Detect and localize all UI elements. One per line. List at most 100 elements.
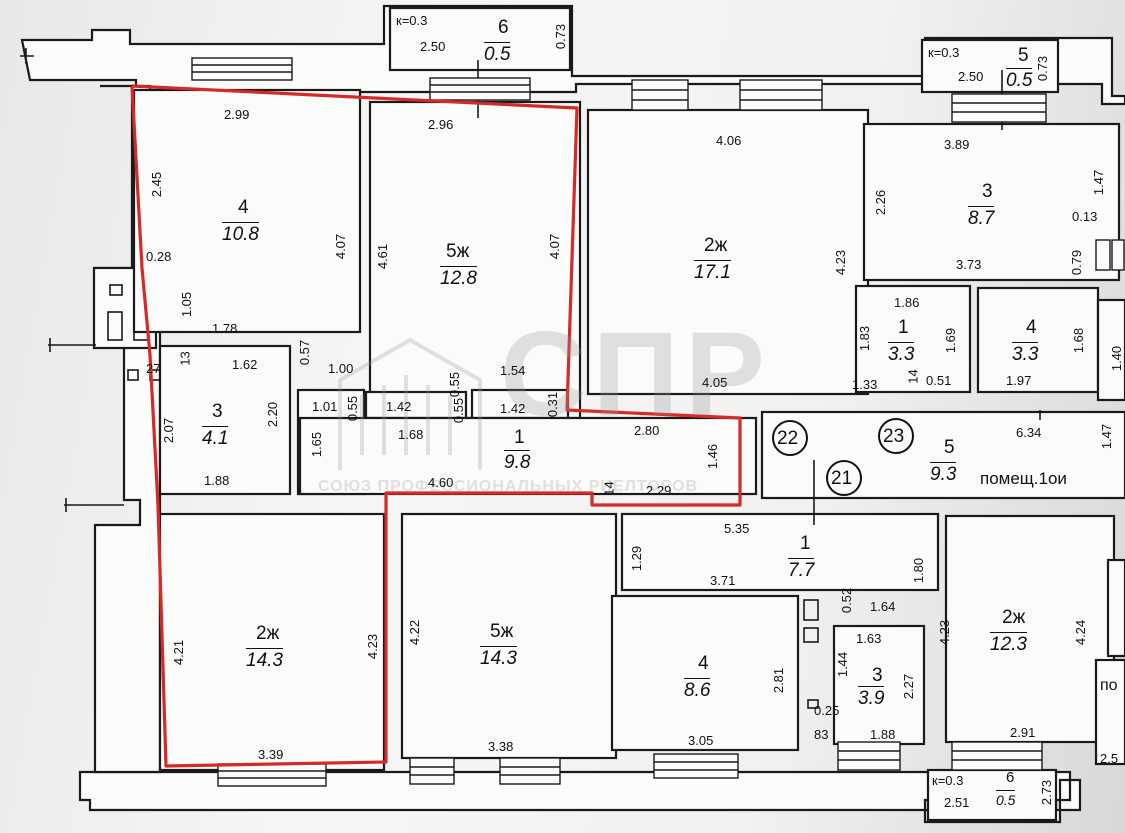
dim: 2.27: [901, 673, 917, 700]
room-3-area: 8.7: [968, 206, 995, 229]
dim: 1.78: [212, 321, 238, 336]
dim: 0.55: [451, 397, 467, 424]
watermark-logo: СПР: [500, 307, 771, 441]
dim: 0.28: [146, 249, 172, 264]
room-1b-number: 1: [514, 427, 525, 448]
dim: 0.73: [553, 23, 569, 50]
dim: 27: [146, 361, 161, 376]
dim: 1.42: [500, 401, 526, 416]
balcony-6b-number: 6: [1006, 769, 1015, 786]
room-1-area: 3.3: [888, 342, 915, 365]
room-3c-number: 3: [872, 665, 883, 686]
room-2c-area: 12.3: [990, 632, 1027, 655]
marker-21: [826, 460, 862, 496]
room-4c-number: 4: [698, 653, 709, 674]
room-2-area: 17.1: [694, 260, 731, 283]
dim: 4.23: [365, 633, 381, 660]
dim: 1.54: [500, 363, 526, 378]
dim: 2.81: [771, 667, 787, 694]
room-4b-area: 3.3: [1012, 342, 1039, 365]
dim: 2.20: [265, 401, 281, 428]
dim: к=0.3: [396, 13, 428, 28]
balcony-6b-area: 0.5: [996, 790, 1016, 808]
room-2c-number: 2ж: [1002, 607, 1026, 628]
dim: 1.63: [856, 631, 882, 646]
dim: 4.24: [1073, 619, 1089, 646]
dim: 2.99: [224, 107, 250, 122]
room-5c-area: 14.3: [480, 646, 517, 669]
balcony-6-bottom: [926, 768, 1058, 822]
dim: 1.47: [1099, 423, 1115, 450]
dim: 1.29: [629, 545, 645, 572]
room-4-number: 4: [238, 197, 249, 218]
dim: 0.55: [447, 371, 463, 398]
marker-23-label: 23: [883, 426, 905, 447]
balcony-6-top: [388, 6, 572, 72]
dim: 4.60: [428, 475, 454, 490]
room-3-number: 3: [982, 181, 993, 202]
dim: 4.23: [833, 249, 849, 276]
dim: 1.62: [232, 357, 258, 372]
dim: 0.73: [1035, 55, 1051, 82]
dim: 4.23: [937, 619, 953, 646]
dim: 4.07: [547, 233, 563, 260]
dim: 1.42: [386, 399, 412, 414]
room-2b-number: 2ж: [256, 623, 280, 644]
room-3b-number: 3: [212, 401, 223, 422]
dim: 3.05: [688, 733, 714, 748]
room-4c-area: 8.6: [684, 678, 711, 701]
dim: 3.89: [944, 137, 970, 152]
dim: 1.88: [204, 473, 230, 488]
windows: [191, 57, 1125, 787]
dim: 2.80: [634, 423, 660, 438]
dim: 0.13: [1072, 209, 1098, 224]
marker-22: [772, 420, 808, 456]
dim: 2.29: [646, 483, 672, 498]
dim: 4.61: [375, 243, 391, 270]
room-2b-area: 14.3: [246, 648, 283, 671]
dim: 4.07: [333, 233, 349, 260]
dim: 1.65: [309, 431, 325, 458]
dim: 1.40: [1109, 345, 1125, 372]
dim: 1.00: [328, 361, 354, 376]
dim: 13: [177, 351, 193, 366]
dim: 3.73: [956, 257, 982, 272]
dim: 4.22: [407, 619, 423, 646]
room-5-area: 12.8: [440, 266, 477, 289]
room-2-number: 2ж: [704, 235, 728, 256]
dim: 3.71: [710, 573, 736, 588]
room-1c-area: 7.7: [788, 558, 815, 581]
room-4b-number: 4: [1026, 317, 1037, 338]
dim: 1.86: [894, 295, 920, 310]
room-1c-number: 1: [800, 533, 811, 554]
dim: 2.50: [958, 69, 984, 84]
dim: 1.88: [870, 727, 896, 742]
dim: 3.39: [258, 747, 284, 762]
dim: 1.47: [1091, 169, 1107, 196]
room-1-number: 1: [898, 317, 909, 338]
room-4-area: 10.8: [222, 222, 259, 245]
dim: 0.52: [839, 587, 855, 614]
room-5b-number: 5: [944, 437, 955, 458]
dim: 2.07: [161, 417, 177, 444]
dim: 0.55: [345, 395, 361, 422]
dim: 1.69: [943, 327, 959, 354]
marker-22-label: 22: [777, 428, 799, 449]
dim: 14: [601, 481, 617, 496]
dim: 1.68: [1071, 327, 1087, 354]
dim: 2.50: [420, 39, 446, 54]
room-5b-area: 9.3: [930, 462, 957, 485]
balcony-5-number: 5: [1018, 45, 1029, 66]
balcony-5-area: 0.5: [1006, 68, 1033, 91]
dim: 5.35: [724, 521, 750, 536]
selected-unit-outline: [130, 84, 742, 768]
dim: 0.57: [297, 339, 313, 366]
balcony-5-top: [920, 38, 1060, 94]
dim: 6.34: [1016, 425, 1042, 440]
dim: 1.46: [705, 443, 721, 470]
dim: 4.05: [702, 375, 728, 390]
premises-note: помещ.1ои: [980, 469, 1067, 488]
dim: 1.33: [852, 377, 878, 392]
